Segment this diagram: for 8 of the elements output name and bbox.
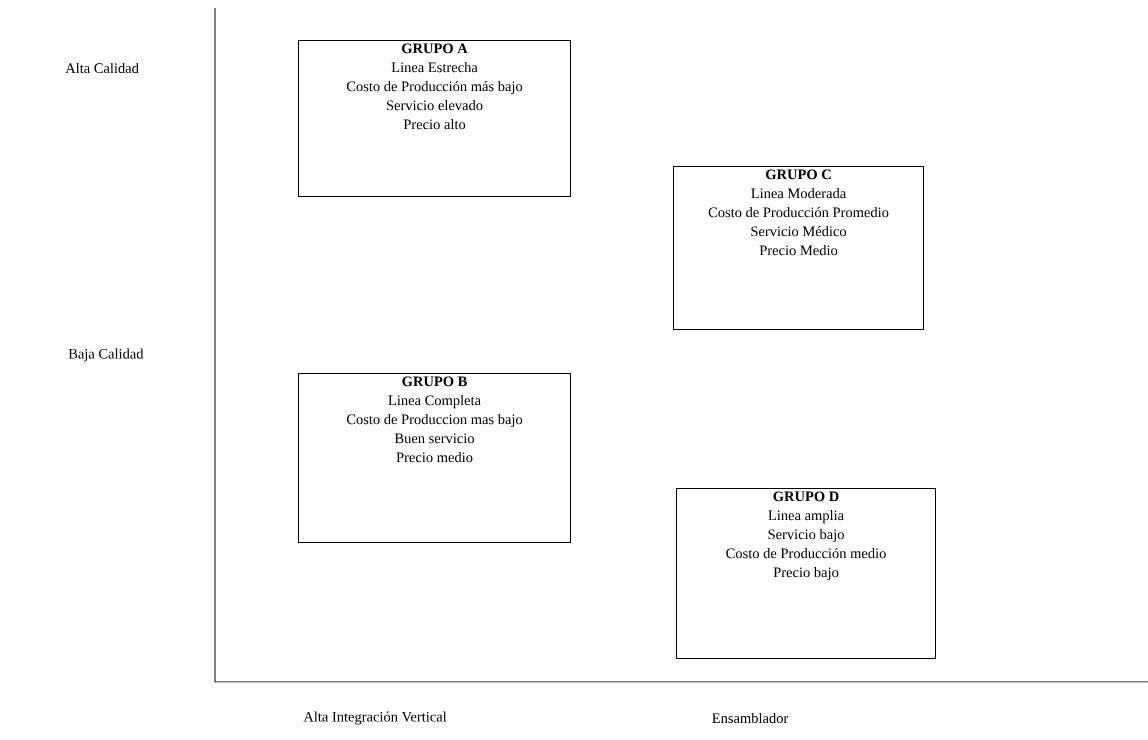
group-box: GRUPO C Linea Moderada Costo de Producción Promedio Servicio Médico Precio Medio — [673, 166, 924, 330]
group-box: GRUPO B Linea Completa Costo de Produccion mas bajo Buen servicio Precio medio — [298, 373, 571, 543]
axis-label: Ensamblador — [712, 712, 789, 724]
axis-label: Baja Calidad — [68, 348, 144, 362]
group-box: GRUPO D Linea amplia Servicio bajo Costo de Producción medio Precio bajo — [676, 488, 936, 659]
axis-label: Alta Integración Vertical — [303, 711, 447, 725]
axis-label: Alta Calidad — [65, 62, 139, 74]
group-box: GRUPO A Linea Estrecha Costo de Producción más bajo Servicio elevado Precio alto — [298, 40, 571, 197]
